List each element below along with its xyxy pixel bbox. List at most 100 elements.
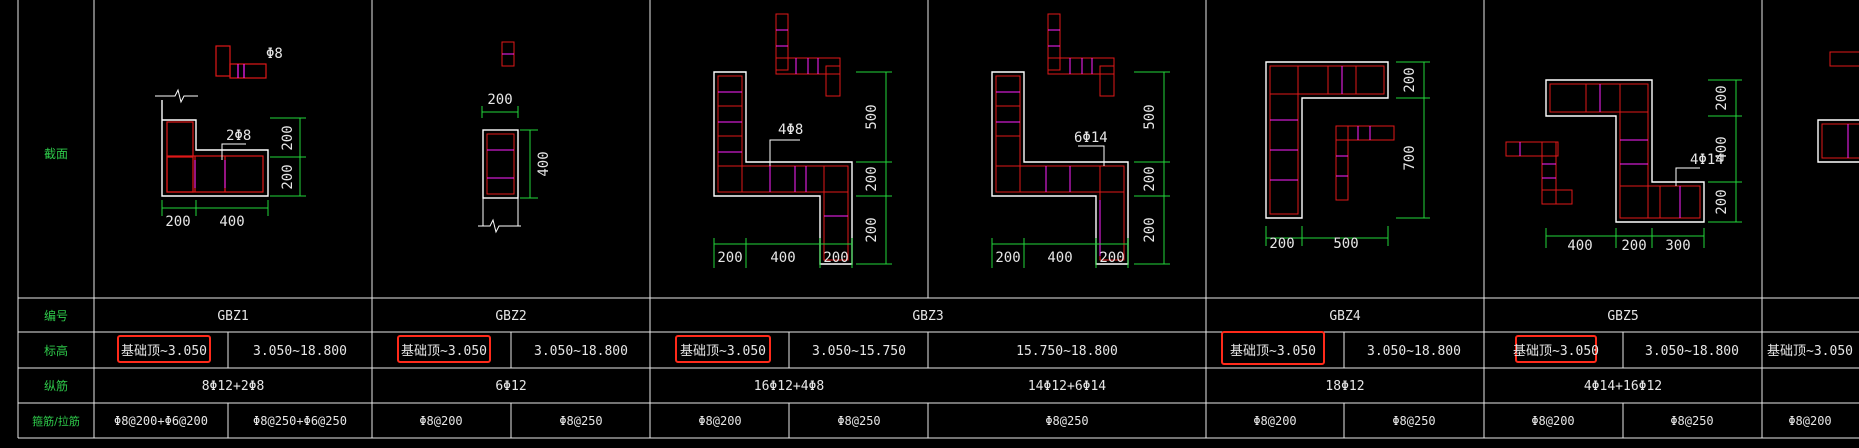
dimension-label: 200 [1099, 250, 1124, 266]
section-gbz3-a: 4Φ8 200 400 200 500 200 200 [713, 13, 892, 268]
break-line [155, 88, 198, 104]
longitudinal-cell: 14Φ12+6Φ14 [1028, 379, 1106, 394]
dimension-label: 200 [1714, 189, 1730, 214]
stirrup-row: Φ8@200+Φ6@200 Φ8@250+Φ6@250 Φ8@200 Φ8@25… [114, 414, 1832, 428]
elevation-cell: 15.750~18.800 [1016, 344, 1118, 359]
dimension-label: 200 [280, 125, 296, 150]
dimension-label: 200 [1714, 85, 1730, 110]
section-gbz1: Φ8 2Φ8 200 400 200 [155, 45, 306, 230]
highlight-box [397, 335, 491, 363]
elevation-cell: 基础顶~3.050 [401, 344, 487, 359]
highlight-box [1221, 331, 1325, 365]
tie-marks [1599, 84, 1681, 218]
section-gbz2: 200 400 [478, 41, 552, 234]
longitudinal-cell: 4Φ14+16Φ12 [1584, 379, 1662, 394]
column-outline [1265, 61, 1389, 219]
row-label-section: 截面 [44, 147, 68, 161]
rebar-detail [1335, 125, 1395, 201]
dimension-lines [991, 71, 1170, 268]
highlight-box [675, 335, 771, 363]
leader-line [1078, 145, 1105, 166]
dimension-label: 200 [1142, 166, 1158, 191]
column-ids: GBZ1 GBZ2 GBZ3 GBZ4 GBZ5 [217, 309, 1638, 324]
stirrup-cell: Φ8@250 [837, 414, 880, 428]
stirrup-cell: Φ8@200 [1788, 414, 1831, 428]
elevation-cell: 基础顶~3.050 [121, 344, 207, 359]
rebar-cage [717, 75, 849, 261]
dimension-label: 200 [1269, 236, 1294, 252]
rebar-cage [995, 75, 1125, 261]
column-outline [1817, 119, 1859, 163]
section-gbz4: 200 500 200 700 [1265, 61, 1430, 252]
rebar-note: 6Φ14 [1074, 130, 1108, 146]
rebar-detail [775, 13, 841, 97]
rebar-note: 2Φ8 [226, 128, 251, 144]
section-gbz3-b: 6Φ14 200 400 200 500 200 200 [991, 13, 1170, 268]
stirrup-cell: Φ8@250+Φ6@250 [253, 414, 347, 428]
dimension-lines [1545, 79, 1742, 248]
elevation-cell: 基础顶~3.050 [1767, 344, 1853, 359]
row-label-stirrup: 箍筋/拉筋 [32, 414, 80, 428]
dimension-label: 300 [1665, 238, 1690, 254]
leader-line [769, 139, 800, 166]
column-outline [482, 129, 519, 199]
dimension-label: 200 [995, 250, 1020, 266]
elevation-cell: 3.050~18.800 [534, 344, 628, 359]
stirrup-cell: Φ8@250 [1670, 414, 1713, 428]
longitudinal-cell: 18Φ12 [1325, 379, 1364, 394]
rebar-note: 4Φ8 [778, 122, 803, 138]
dimension-lines [161, 117, 306, 216]
dimension-label: 400 [1714, 136, 1730, 161]
dimension-label: 400 [536, 151, 552, 176]
rebar-detail [215, 45, 267, 79]
dimension-label: 500 [864, 104, 880, 129]
column-outline [991, 71, 1129, 265]
longitudinal-row: 8Φ12+2Φ8 6Φ12 16Φ12+4Φ8 14Φ12+6Φ14 18Φ12… [202, 379, 1662, 394]
elevation-cell: 3.050~15.750 [812, 344, 906, 359]
elevation-cell: 基础顶~3.050 [680, 344, 766, 359]
longitudinal-cell: 16Φ12+4Φ8 [754, 379, 824, 394]
dimension-label: 200 [717, 250, 742, 266]
rebar-detail [1047, 13, 1115, 97]
elevation-cell: 3.050~18.800 [1367, 344, 1461, 359]
row-label-number: 编号 [44, 308, 68, 323]
dimension-label: 200 [1402, 67, 1418, 92]
column-id-gbz5: GBZ5 [1607, 309, 1638, 324]
column-outline [713, 71, 853, 265]
dimension-label: 400 [1047, 250, 1072, 266]
row-labels: 截面 编号 标高 纵筋 箍筋/拉筋 [32, 147, 80, 428]
dimension-label: 400 [770, 250, 795, 266]
rebar-cage [1821, 123, 1859, 159]
rebar-detail [1505, 141, 1573, 205]
stirrup-cell: Φ8@250 [1392, 414, 1435, 428]
stirrup-cell: Φ8@200+Φ6@200 [114, 414, 208, 428]
stirrup-cell: Φ8@250 [1045, 414, 1088, 428]
dimension-label: 200 [487, 92, 512, 108]
dimension-label: 200 [1621, 238, 1646, 254]
dimension-label: 200 [280, 164, 296, 189]
row-label-longitudinal: 纵筋 [44, 378, 68, 393]
rebar-cage [486, 133, 515, 195]
column-outline [1545, 79, 1705, 223]
column-id-gbz1: GBZ1 [217, 309, 248, 324]
rebar-note: Φ8 [266, 46, 283, 62]
dimension-label: 200 [864, 217, 880, 242]
stirrup-cell: Φ8@250 [559, 414, 602, 428]
column-id-gbz3: GBZ3 [912, 309, 943, 324]
stirrup-cell: Φ8@200 [698, 414, 741, 428]
dimension-label: 200 [165, 214, 190, 230]
elevation-row: 基础顶~3.050 3.050~18.800 基础顶~3.050 3.050~1… [117, 331, 1853, 365]
break-line [478, 218, 521, 234]
stirrup-cell: Φ8@200 [1253, 414, 1296, 428]
rebar-note: 4Φ14 [1690, 152, 1724, 168]
elevation-cell: 基础顶~3.050 [1230, 344, 1316, 359]
dimension-label: 400 [219, 214, 244, 230]
longitudinal-cell: 8Φ12+2Φ8 [202, 379, 265, 394]
tie-marks [718, 91, 848, 217]
elevation-cell: 3.050~18.800 [253, 344, 347, 359]
stirrup-cell: Φ8@200 [419, 414, 462, 428]
dimension-label: 400 [1567, 238, 1592, 254]
dimension-lines [713, 71, 892, 268]
rebar-cage [1269, 65, 1385, 215]
